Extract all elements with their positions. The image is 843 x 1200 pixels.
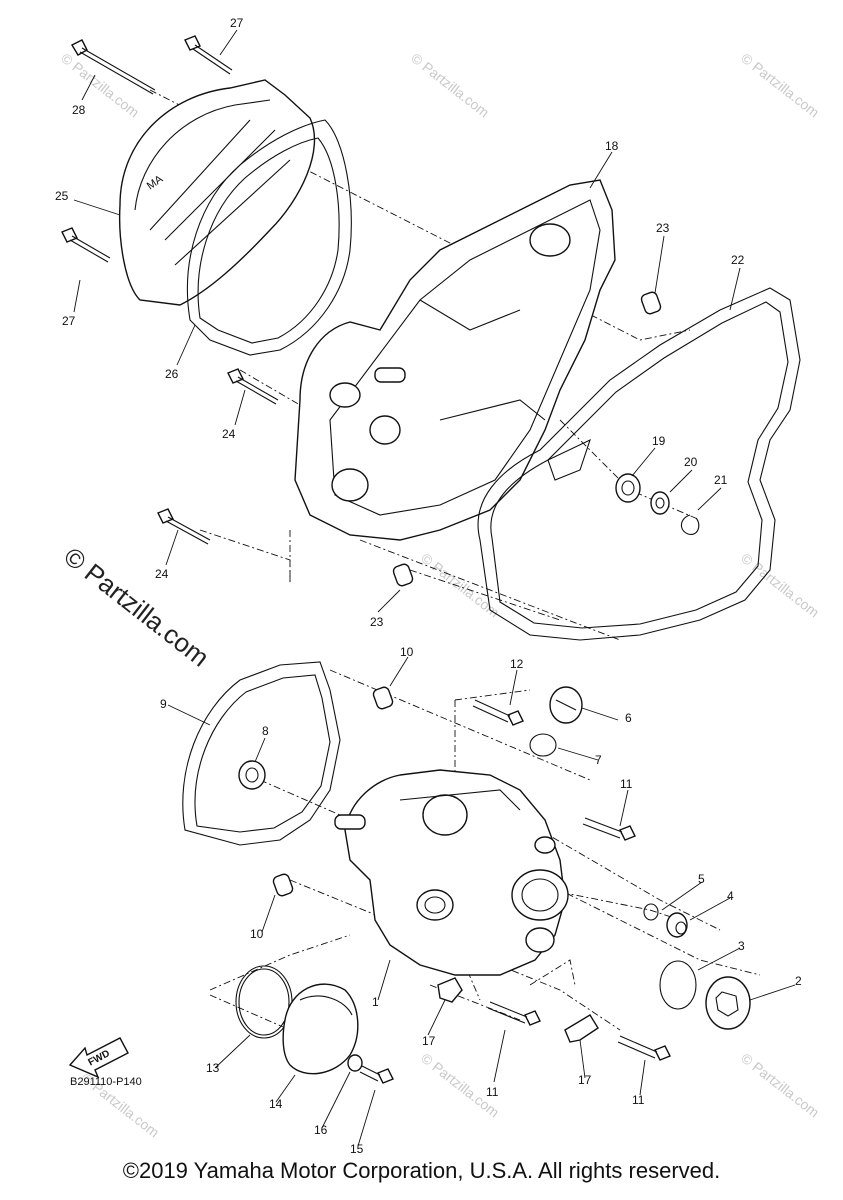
watermark: © Partzilla.com: [58, 50, 142, 121]
callout-20: 20: [684, 455, 698, 469]
o-ring-7: [529, 733, 557, 757]
callout-12: 12: [510, 657, 524, 671]
callout-25: 25: [55, 189, 69, 203]
lower-crankcase-cover: [334, 769, 569, 976]
dowel-23-lower: [392, 563, 414, 587]
leader-lines: [73, 29, 796, 1147]
callout-17: 17: [422, 1034, 436, 1048]
bolt-15: [359, 1065, 394, 1084]
cover-gasket-lower: [182, 661, 341, 846]
callout-23: 23: [656, 221, 670, 235]
bolt-27-top: [184, 35, 233, 75]
callout-14: 13: [206, 1061, 220, 1075]
filler-cap-6: [549, 686, 583, 724]
o-ring-3: [659, 960, 697, 1010]
bolt-12: [472, 699, 524, 726]
bolt-28: [71, 39, 156, 95]
callout-28: 28: [72, 103, 86, 117]
callout-4: 4: [727, 889, 734, 903]
callout-5: 5: [698, 872, 705, 886]
dowel-10-upper: [372, 686, 394, 710]
circlip-21: [680, 514, 700, 536]
callout-19: 19: [652, 434, 666, 448]
callout-21: 21: [714, 473, 728, 487]
bolt-11-c: [617, 1035, 671, 1061]
callout-11: 11: [632, 1093, 645, 1107]
small-parts: FWD: [61, 35, 751, 1084]
oil-seal-8: [238, 760, 266, 790]
callout-18: 18: [605, 139, 619, 153]
callout-7: 7: [595, 753, 602, 767]
callout-22: 22: [731, 253, 745, 267]
watermark: © Partzilla.com: [738, 50, 822, 121]
callout-3: 3: [738, 939, 745, 953]
washer-16: [347, 1054, 363, 1072]
clutch-cover-outer: MA: [118, 79, 316, 306]
watermark-main: © Partzilla.com: [58, 541, 215, 673]
crankcase-gasket: [477, 287, 801, 641]
clutch-cover-gasket: [186, 119, 352, 356]
callout-17: 17: [578, 1073, 592, 1087]
callout-16: 16: [314, 1123, 328, 1137]
crankcase-cover: [294, 179, 616, 541]
bolt-24-upper: [227, 368, 279, 405]
callout-9: 9: [160, 697, 167, 711]
callout-24: 24: [155, 567, 169, 581]
bolt-11-b: [487, 1001, 541, 1026]
clamp-17-a: [437, 977, 463, 1003]
callout-10: 10: [400, 645, 414, 659]
plug-4: [666, 912, 688, 938]
callout-1: 1: [372, 995, 379, 1009]
watermark: © Partzilla.com: [738, 1050, 822, 1121]
clamp-17-b: [564, 1014, 599, 1043]
bolt-24-lower: [157, 508, 211, 545]
fwd-arrow: FWD: [68, 1037, 129, 1079]
callout-27: 27: [230, 16, 244, 30]
bolt-11-a: [582, 817, 636, 841]
washer-20: [650, 491, 670, 515]
watermark: © Partzilla.com: [738, 550, 822, 621]
callout-11: 11: [486, 1085, 499, 1099]
callout-11: 11: [620, 777, 633, 791]
watermark: © Partzilla.com: [408, 50, 492, 121]
diagram-code: B291110-P140: [70, 1076, 142, 1088]
plug-2: [705, 976, 751, 1030]
cover-13: [282, 983, 359, 1075]
o-ring-5: [643, 903, 659, 921]
callout-15: 15: [350, 1142, 364, 1156]
callout-23: 23: [370, 615, 384, 629]
callout-labels: 27 28 25 27 26 24 24 18 23 22 19 20 21 2…: [55, 16, 802, 1156]
bolt-27-left: [61, 227, 111, 263]
dowel-23-upper: [640, 291, 662, 315]
copyright-notice: ©2019 Yamaha Motor Corporation, U.S.A. A…: [122, 1158, 721, 1183]
callout-13: 14: [269, 1097, 283, 1111]
callout-27: 27: [62, 314, 76, 328]
callout-2: 2: [795, 974, 802, 988]
dowel-10-lower: [272, 873, 294, 897]
callout-6: 6: [625, 711, 632, 725]
oil-seal-19: [615, 473, 641, 503]
callout-26: 26: [165, 367, 179, 381]
callout-24: 24: [222, 427, 236, 441]
callout-8: 8: [262, 724, 269, 738]
callout-10: 10: [250, 927, 264, 941]
